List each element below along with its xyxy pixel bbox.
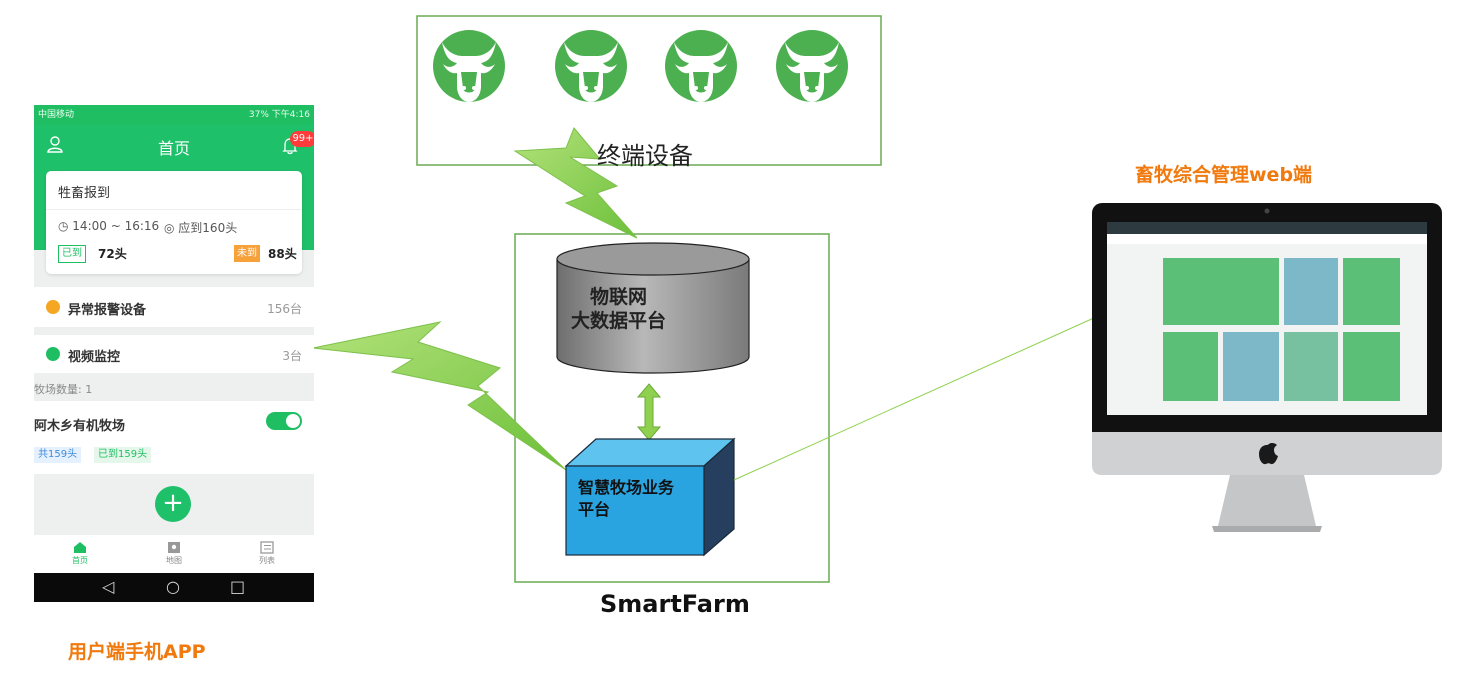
tab-home[interactable]: 首页: [50, 537, 110, 566]
terminal-frame: [416, 15, 882, 166]
bottom-tab-bar: 首页 地图 列表: [34, 535, 314, 573]
checkin-title: 牲畜报到: [58, 186, 111, 201]
tab-map[interactable]: 地图: [144, 537, 204, 566]
map-icon: [168, 542, 180, 553]
farm-name: 阿木乡有机牧场: [34, 419, 126, 434]
business-platform-box: [564, 437, 736, 557]
wireless-bolt-top: [513, 127, 638, 239]
web-tile: [1284, 258, 1338, 325]
web-tile: [1343, 332, 1400, 401]
target-icon: ◎: [164, 221, 179, 235]
arrived-count: 72头: [98, 247, 127, 261]
home-nav-icon[interactable]: ○: [166, 577, 180, 596]
iot-label-line2: 大数据平台: [571, 310, 667, 332]
web-menubar: [1107, 234, 1427, 244]
absent-tag: 未到: [234, 245, 260, 262]
divider: [46, 209, 302, 210]
farm-count-text: 牧场数量: 1: [34, 383, 93, 396]
web-tile: [1223, 332, 1279, 401]
web-caption: 畜牧综合管理web端: [1135, 164, 1313, 186]
arrived-tag: 已到: [58, 245, 86, 263]
location-pin-icon: [46, 347, 60, 361]
cow-icon: [433, 30, 505, 102]
alarm-label: 异常报警设备: [68, 303, 147, 318]
app-caption: 用户端手机APP: [68, 641, 206, 663]
carrier-text: 中国移动: [38, 110, 75, 120]
alert-icon: [46, 300, 60, 314]
status-bar: 中国移动 37% 下午4:16: [34, 105, 314, 125]
clock-icon: ◷: [58, 219, 73, 233]
farm-arrived-chip: 已到159头: [94, 447, 152, 463]
video-label: 视频监控: [68, 350, 121, 365]
phone-app-screen: 中国移动 37% 下午4:16 首页 99+ 牲畜报到 ◷ 14:00 ~ 16…: [34, 105, 314, 602]
cow-icon: [665, 30, 737, 102]
iot-database-cylinder: [556, 242, 750, 374]
tab-list[interactable]: 列表: [237, 537, 297, 566]
smartfarm-title: SmartFarm: [600, 590, 750, 618]
terminal-label: 终端设备: [597, 142, 693, 170]
smartfarm-frame: [514, 233, 830, 583]
web-tile: [1163, 258, 1279, 325]
wireless-bolt-left: [312, 321, 567, 471]
video-value: 3台: [282, 349, 302, 363]
biz-label-line1: 智慧牧场业务: [578, 478, 675, 497]
user-icon[interactable]: [46, 135, 64, 157]
farm-row[interactable]: 阿木乡有机牧场 共159头 已到159头: [34, 401, 314, 474]
alarm-value: 156台: [267, 302, 302, 316]
checkin-card[interactable]: 牲畜报到 ◷ 14:00 ~ 16:16 ◎ 应到160头 已到 72头 未到 …: [46, 171, 302, 274]
notification-badge: 99+: [290, 131, 314, 147]
web-dashboard-screen: [1107, 222, 1427, 415]
absent-count: 88头: [268, 247, 297, 261]
recents-nav-icon[interactable]: □: [230, 577, 246, 596]
biz-label-line2: 平台: [578, 500, 611, 519]
farm-toggle[interactable]: [266, 412, 302, 430]
video-monitor-row[interactable]: 视频监控 3台: [34, 335, 314, 373]
android-nav-bar: ◁ ○ □: [34, 573, 314, 602]
checkin-time: ◷ 14:00 ~ 16:16: [58, 219, 160, 233]
apple-logo-icon: [1259, 443, 1278, 465]
web-tile: [1284, 332, 1338, 401]
cow-icon: [776, 30, 848, 102]
farm-total-chip: 共159头: [34, 447, 82, 463]
web-tile: [1343, 258, 1400, 325]
web-connector-line: [733, 316, 1097, 481]
cow-icon: [555, 30, 627, 102]
checkin-due: ◎ 应到160头: [164, 221, 238, 235]
web-topbar: [1107, 222, 1427, 234]
add-button[interactable]: +: [155, 486, 191, 522]
iot-label-line1: 物联网: [590, 286, 648, 308]
back-nav-icon[interactable]: ◁: [102, 577, 115, 596]
bidirectional-arrow: [636, 383, 662, 441]
alarm-device-row[interactable]: 异常报警设备 156台: [34, 287, 314, 327]
clock-text: 37% 下午4:16: [248, 110, 310, 120]
page-title: 首页: [157, 139, 190, 158]
web-tile: [1163, 332, 1218, 401]
list-icon: [260, 541, 274, 554]
home-icon: [74, 542, 86, 553]
